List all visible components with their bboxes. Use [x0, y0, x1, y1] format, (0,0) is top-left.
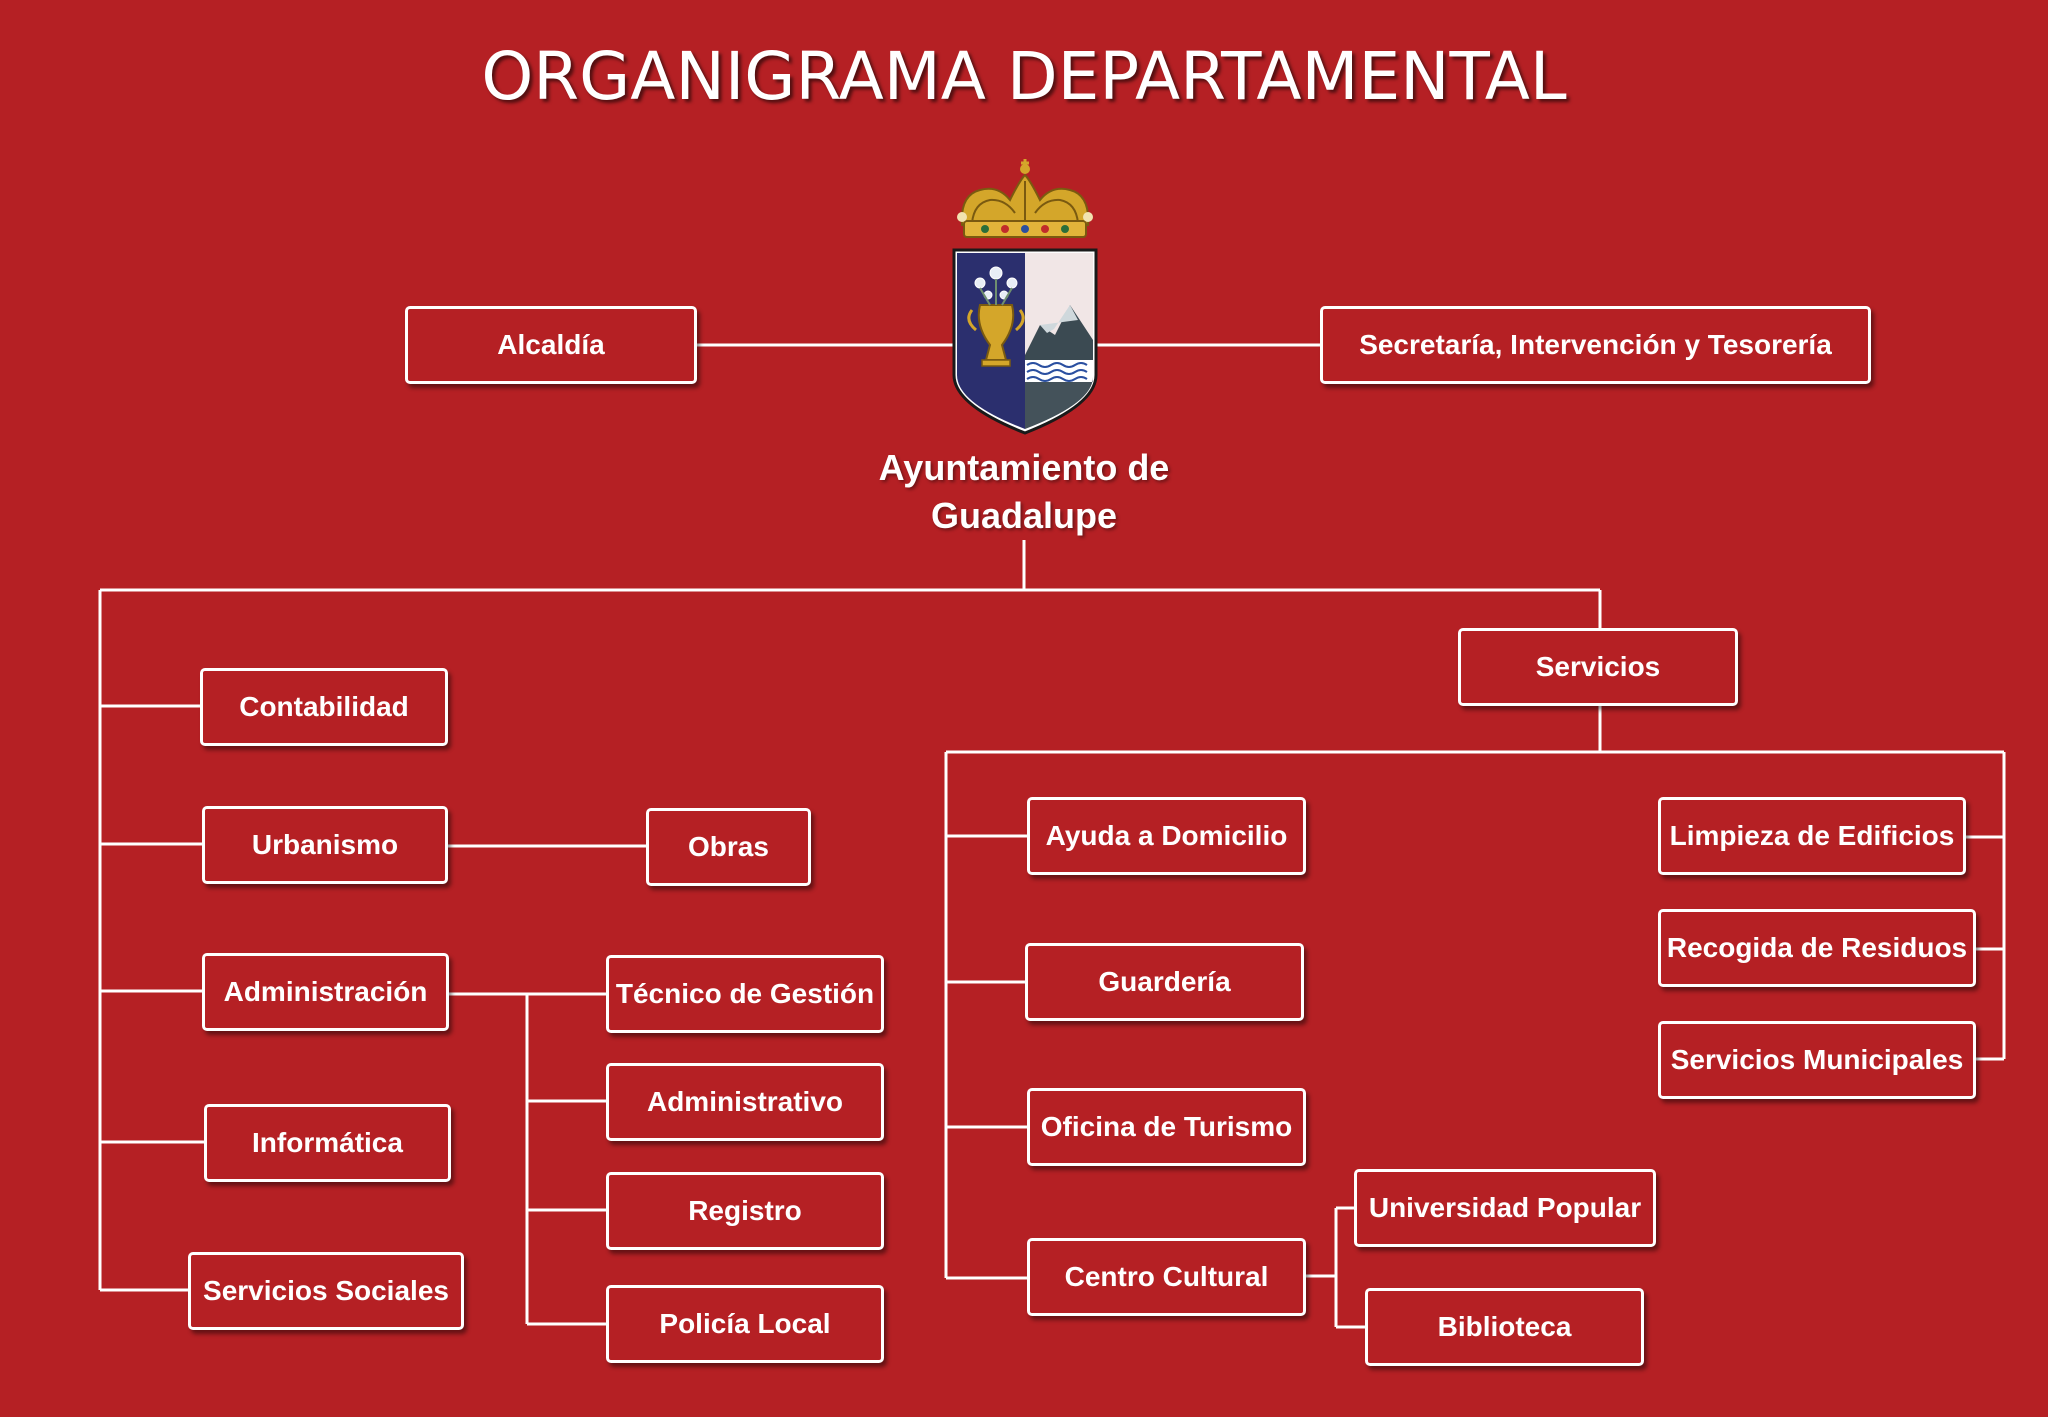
crown-icon: [957, 159, 1093, 238]
node-guarderia[interactable]: Guardería: [1025, 943, 1304, 1021]
node-administrativo[interactable]: Administrativo: [606, 1063, 884, 1141]
root-organization: Ayuntamiento de Guadalupe: [824, 444, 1224, 540]
node-secretaria[interactable]: Secretaría, Intervención y Tesorería: [1320, 306, 1871, 384]
node-urbanismo[interactable]: Urbanismo: [202, 806, 448, 884]
node-contabilidad[interactable]: Contabilidad: [200, 668, 448, 746]
node-universidad-popular[interactable]: Universidad Popular: [1354, 1169, 1656, 1247]
node-policia-local[interactable]: Policía Local: [606, 1285, 884, 1363]
node-informatica[interactable]: Informática: [204, 1104, 451, 1182]
root-label-line2: Guadalupe: [930, 495, 1118, 536]
node-servicios-municipales[interactable]: Servicios Municipales: [1658, 1021, 1976, 1099]
node-obras[interactable]: Obras: [646, 808, 811, 886]
node-registro[interactable]: Registro: [606, 1172, 884, 1250]
node-tecnico-gestion[interactable]: Técnico de Gestión: [606, 955, 884, 1033]
node-centro-cultural[interactable]: Centro Cultural: [1027, 1238, 1306, 1316]
node-ayuda-domicilio[interactable]: Ayuda a Domicilio: [1027, 797, 1306, 875]
node-limpieza-edificios[interactable]: Limpieza de Edificios: [1658, 797, 1966, 875]
node-servicios-sociales[interactable]: Servicios Sociales: [188, 1252, 464, 1330]
node-oficina-turismo[interactable]: Oficina de Turismo: [1027, 1088, 1306, 1166]
node-recogida-residuos[interactable]: Recogida de Residuos: [1658, 909, 1976, 987]
root-label-line1: Ayuntamiento de: [878, 447, 1170, 488]
coat-of-arms-icon: [952, 159, 1098, 435]
node-biblioteca[interactable]: Biblioteca: [1365, 1288, 1644, 1366]
page-title: ORGANIGRAMA DEPARTAMENTAL: [481, 38, 1567, 115]
node-servicios[interactable]: Servicios: [1458, 628, 1738, 706]
node-administracion[interactable]: Administración: [202, 953, 449, 1031]
node-alcaldia[interactable]: Alcaldía: [405, 306, 697, 384]
